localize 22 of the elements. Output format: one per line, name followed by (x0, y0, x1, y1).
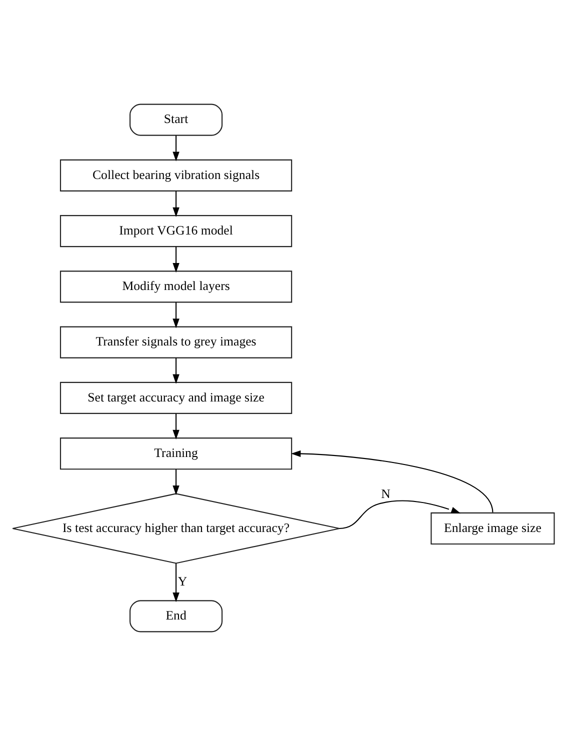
node-box: Modify model layers (60, 270, 292, 303)
node-box: Collect bearing vibration signals (60, 159, 292, 192)
node-box: Import VGG16 model (60, 215, 292, 248)
node-box: Set target accuracy and image size (60, 382, 292, 414)
edge-label: Y (178, 574, 188, 588)
edge-label: N (381, 487, 390, 502)
node-box: End (130, 600, 223, 632)
arrow (172, 135, 180, 162)
node-diamond: Is test accuracy higher than target accuracy? (12, 493, 340, 564)
arrow (172, 302, 180, 328)
arrow (172, 358, 180, 384)
arrow (172, 191, 180, 217)
node-box: Enlarge image size (430, 512, 555, 545)
arrow (339, 500, 461, 530)
node-box: Training (60, 438, 292, 470)
arrow (172, 563, 180, 602)
node-box: Transfer signals to grey images (60, 326, 292, 358)
arrow (172, 469, 180, 496)
arrow (172, 246, 180, 273)
node-box: Start (130, 104, 223, 136)
arrow (172, 414, 180, 440)
arrow (291, 450, 494, 513)
